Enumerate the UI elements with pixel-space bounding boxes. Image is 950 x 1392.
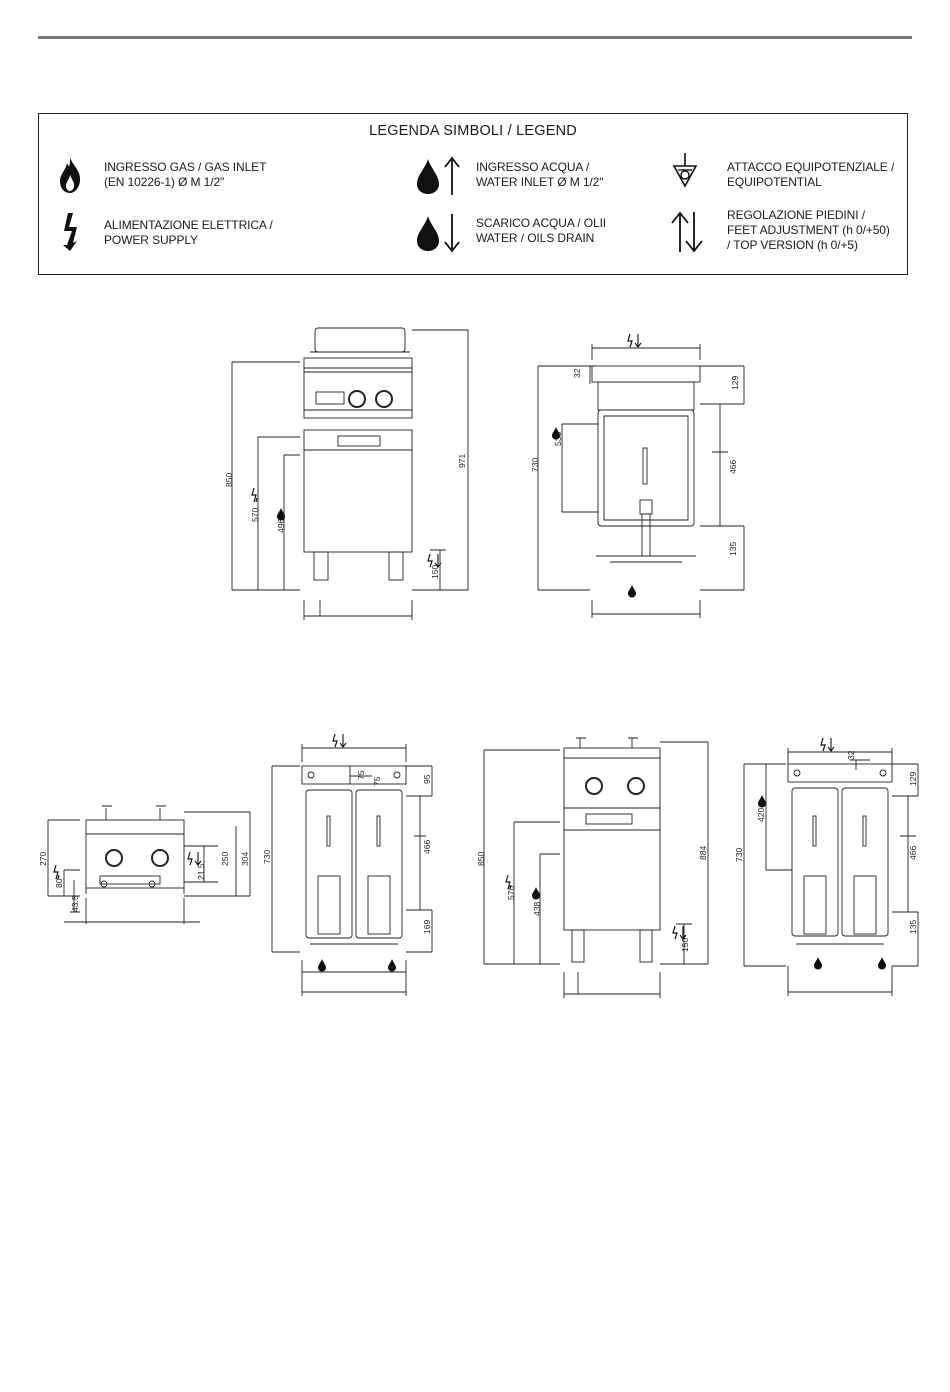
d1-850: 850 — [224, 473, 234, 487]
drawing-4-top-view — [271, 744, 433, 996]
lightning-icon — [63, 213, 77, 251]
d6-466: 466 — [908, 846, 918, 860]
legend-gas-inlet-text: INGRESSO GAS / GAS INLET (EN 10226-1) Ø … — [104, 160, 267, 189]
d4-169: 169 — [422, 920, 432, 934]
d5-850: 850 — [476, 852, 486, 866]
d2-129: 129 — [730, 376, 740, 390]
legend-feet-adjustment-text: REGOLAZIONE PIEDINI / FEET ADJUSTMENT (h… — [727, 208, 890, 252]
d3-21-5: 21.5 — [196, 863, 206, 880]
drawing-1-side-view — [231, 327, 469, 620]
legend-equipotential-text: ATTACCO EQUIPOTENZIALE / EQUIPOTENTIAL — [727, 160, 895, 189]
d2-730: 730 — [530, 458, 540, 472]
d6-420: 420 — [756, 808, 766, 822]
d2-32: 32 — [572, 368, 582, 378]
d3-270: 270 — [38, 852, 48, 866]
d2-466: 466 — [728, 460, 738, 474]
drawing-3-front-view — [47, 805, 251, 924]
drawing-2-labels: 32 129 538 730 466 135 — [530, 368, 740, 556]
d3-304: 304 — [240, 852, 250, 866]
water-drop-down-arrow-icon — [417, 214, 460, 253]
water-drop-up-arrow-icon — [417, 156, 460, 195]
d6-135: 135 — [908, 920, 918, 934]
drawing-5-labels: 850 570 438 884 150 — [476, 846, 708, 952]
drawing-4-labels: 75 75 95 730 466 169 — [262, 770, 432, 934]
flame-icon — [60, 157, 81, 193]
d3-250: 250 — [220, 852, 230, 866]
d4-75b: 75 — [372, 776, 382, 786]
d1-150: 150 — [430, 565, 440, 579]
legend-power-supply-text: ALIMENTAZIONE ELETTRICA / POWER SUPPLY — [104, 218, 273, 247]
d1-496: 496 — [276, 519, 286, 533]
drawing-3-labels: 270 80 43.5 21.5 250 304 — [38, 852, 250, 912]
d1-971: 971 — [457, 454, 467, 468]
d3-80: 80 — [54, 878, 64, 888]
drawing-5-side-view — [483, 737, 709, 998]
legend-box: LEGENDA SIMBOLI / LEGEND INGRESSO GAS / … — [38, 113, 908, 275]
d4-95: 95 — [422, 774, 432, 784]
drawing-6-top-view — [743, 748, 919, 996]
d1-570: 570 — [250, 508, 260, 522]
d4-466: 466 — [422, 840, 432, 854]
d5-570: 570 — [506, 886, 516, 900]
up-down-arrows-icon — [671, 211, 703, 253]
d2-135: 135 — [728, 542, 738, 556]
d5-438: 438 — [532, 902, 542, 916]
d6-32: 32 — [846, 750, 856, 760]
drawing-2-top-view — [537, 344, 745, 618]
d6-129: 129 — [908, 772, 918, 786]
legend-title: LEGENDA SIMBOLI / LEGEND — [369, 123, 577, 139]
top-rule — [38, 36, 912, 39]
d5-150: 150 — [680, 938, 690, 952]
d5-884: 884 — [698, 846, 708, 860]
legend-water-inlet-text: INGRESSO ACQUA / WATER INLET Ø M 1/2" — [476, 160, 604, 189]
d4-75a: 75 — [356, 770, 366, 780]
drawing-6-labels: 32 129 420 730 466 135 — [734, 750, 918, 934]
drawing-1-labels: 850 570 496 971 150 — [224, 454, 467, 579]
d3-43-5: 43.5 — [70, 895, 80, 912]
legend-water-drain-text: SCARICO ACQUA / OLII WATER / OILS DRAIN — [476, 216, 607, 245]
d4-730: 730 — [262, 850, 272, 864]
d6-730: 730 — [734, 848, 744, 862]
equipotential-icon — [672, 153, 698, 188]
